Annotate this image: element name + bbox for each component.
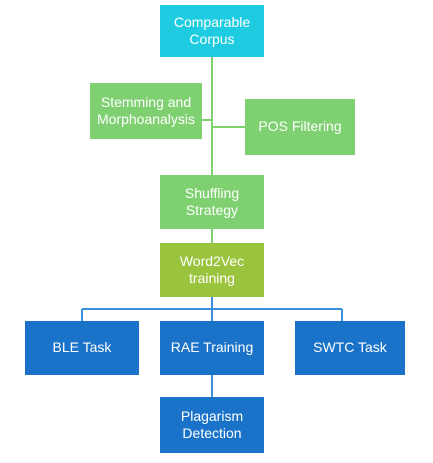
node-pos-filtering: POS Filtering <box>245 99 355 155</box>
node-word2vec-training: Word2Vec training <box>160 243 264 297</box>
node-plagiarism-detection: Plagarism Detection <box>160 397 264 453</box>
node-shuffling-strategy: Shuffling Strategy <box>160 175 264 229</box>
node-comparable-corpus: Comparable Corpus <box>160 5 264 57</box>
node-stemming-morphoanalysis: Stemming and Morphoanalysis <box>90 83 202 139</box>
node-rae-training: RAE Training <box>160 321 264 375</box>
node-ble-task: BLE Task <box>25 321 139 375</box>
node-swtc-task: SWTC Task <box>295 321 405 375</box>
